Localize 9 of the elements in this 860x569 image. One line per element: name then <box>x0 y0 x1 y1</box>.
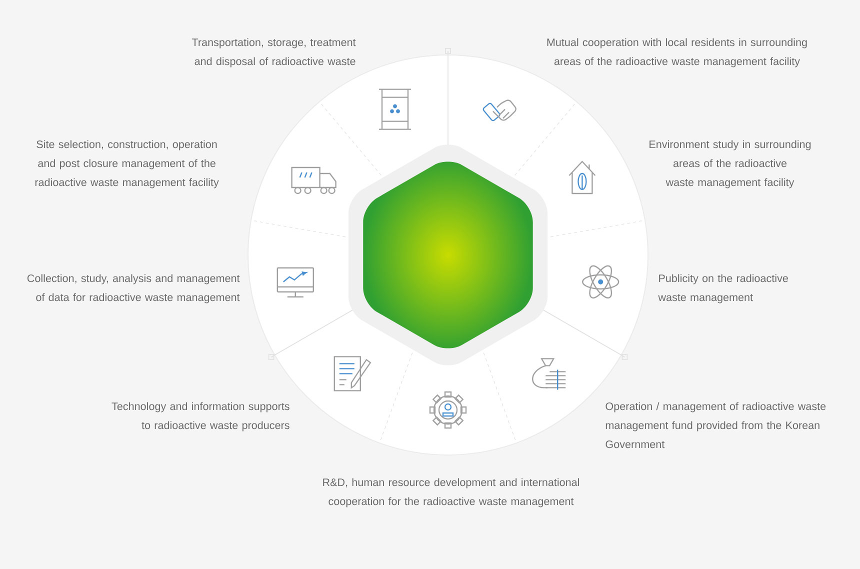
description-text: Operation / management of radioactive waste management fund provided from the Korean Government <box>606 402 826 448</box>
description-text: Publicity on the radioactive waste management <box>658 274 788 304</box>
description-text: Collection, study, analysis and management of data for radioactive waste management <box>27 274 240 304</box>
description-text: Transportation, storage, treatment and disposal of radioactive waste <box>192 38 356 68</box>
description-text: Technology and information supports to radioactive waste producers <box>112 402 290 432</box>
description-text: Mutual cooperation with local residents in surrounding areas of the radioactive waste management facility <box>547 38 807 68</box>
description-text: Environment study in surrounding areas of the radioactive waste management facility <box>650 140 811 188</box>
description-text: Site selection, construction, operation and post closure management of the radioactive waste management facility <box>35 140 219 188</box>
description-text: R&D, human resource development and international cooperation for the radioactive waste management <box>323 478 579 508</box>
